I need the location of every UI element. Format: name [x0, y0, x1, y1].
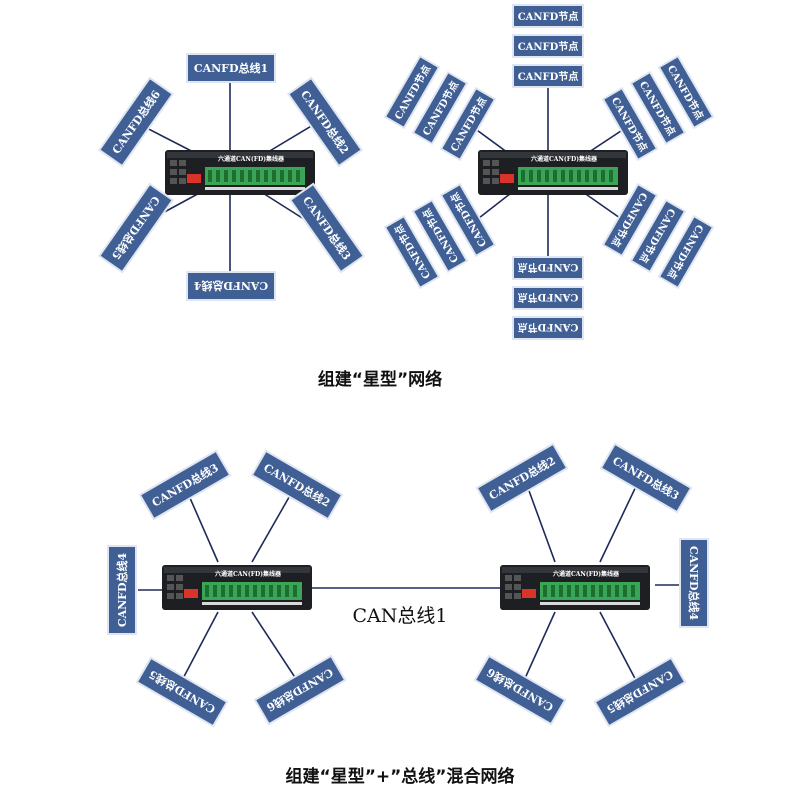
device-label: 六通道CAN(FD)集线器 — [531, 155, 598, 163]
node-box: CANFD节点 — [512, 316, 584, 340]
node-box: CANFD节点 — [512, 4, 584, 28]
svg-text:CANFD节点: CANFD节点 — [518, 261, 579, 274]
bus-box-5: CANFD总线5 — [97, 182, 175, 274]
bus-box: CANFD总线2 — [475, 442, 569, 514]
bus-box: CANFD总线2 — [250, 449, 344, 521]
svg-text:CANFD节点: CANFD节点 — [518, 70, 579, 83]
svg-text:CANFD总线4: CANFD总线4 — [193, 279, 268, 293]
bus-box-1: CANFD总线1 — [186, 53, 276, 83]
svg-text:CANFD节点: CANFD节点 — [518, 321, 579, 334]
bus-box-3: CANFD总线3 — [288, 182, 366, 274]
device-label: 六通道CAN(FD)集线器 — [553, 570, 620, 578]
bus-box: CANFD总线3 — [138, 449, 232, 521]
bus-box: CANFD总线5 — [593, 656, 687, 728]
svg-text:CANFD总线4: CANFD总线4 — [115, 552, 129, 627]
bus-box: CANFD总线6 — [253, 654, 347, 726]
bus-box: CANFD总线4 — [679, 538, 709, 628]
bus-box-6: CANFD总线6 — [97, 76, 175, 168]
can-bus-label: CAN总线1 — [353, 605, 448, 627]
star-network-left: 六通道CAN(FD)集线器 CANFD总线1 CANFD总线2 CANFD总线3… — [97, 53, 366, 301]
caption-star-network: 组建“星型”网络 — [318, 369, 442, 390]
device-label: 六通道CAN(FD)集线器 — [218, 155, 285, 163]
svg-text:CANFD节点: CANFD节点 — [518, 291, 579, 304]
bus-box: CANFD总线3 — [599, 442, 693, 514]
node-box: CANFD节点 — [512, 286, 584, 310]
node-box: CANFD节点 — [512, 256, 584, 280]
mixed-network: 六通道CAN(FD)集线器 六通道CAN(FD)集线器 CAN总线1 CANFD… — [107, 442, 709, 728]
device-label: 六通道CAN(FD)集线器 — [215, 570, 282, 578]
svg-text:CANFD节点: CANFD节点 — [518, 10, 579, 23]
bus-lines — [138, 477, 690, 689]
bus-box-4: CANFD总线4 — [186, 271, 276, 301]
bus-box: CANFD总线4 — [107, 545, 137, 635]
caption-mixed-network: 组建“星型”+”总线”混合网络 — [286, 766, 515, 787]
node-box: CANFD节点 — [512, 64, 584, 88]
svg-text:CANFD总线4: CANFD总线4 — [687, 546, 701, 621]
node-box: CANFD节点 — [512, 34, 584, 58]
bus-box: CANFD总线6 — [473, 654, 567, 726]
star-network-right: 六通道CAN(FD)集线器 CANFD节点 CANFD节点 CANFD节点 CA… — [383, 4, 715, 340]
svg-text:CANFD总线1: CANFD总线1 — [194, 61, 268, 75]
bus-box: CANFD总线5 — [135, 656, 229, 728]
svg-text:CANFD节点: CANFD节点 — [518, 40, 579, 53]
